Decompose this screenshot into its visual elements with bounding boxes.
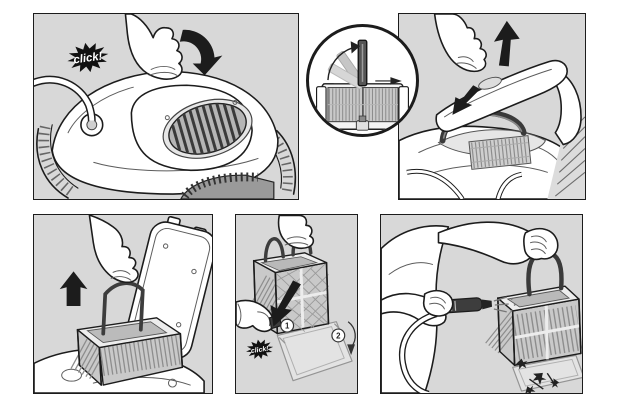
top-grille-icon [162, 98, 253, 159]
hand-pressing-handle [124, 14, 183, 80]
floating-cable [34, 75, 96, 121]
cleaner-body [51, 70, 279, 199]
cable [406, 168, 523, 199]
bottom-latch [355, 120, 370, 131]
garden-hose [398, 310, 438, 393]
step2-illustration [399, 14, 585, 199]
filter-basket [485, 250, 582, 392]
panel-inset-handle-rotation [306, 24, 419, 137]
panel-step1-handle-click: click! [33, 13, 299, 200]
rotate-arrow-icon [179, 29, 223, 76]
spray-water-icon [493, 296, 516, 313]
panel-step4-open-basket-door: 1 2 click! [235, 214, 358, 394]
step-marker-2-label: 2 [336, 331, 341, 340]
step-marker-2: 2 [331, 328, 346, 343]
front-intake-grille [180, 172, 275, 199]
arm-holding-basket [437, 221, 538, 265]
step3-illustration [34, 215, 212, 393]
panel-step3-lift-filter-basket [33, 214, 213, 394]
filter-basket [243, 233, 330, 335]
filter-mesh [468, 135, 532, 170]
click-burst-icon: click! [67, 42, 109, 73]
rim-arrow-icon [375, 77, 402, 85]
panel-step5-rinse-filter-basket [380, 214, 583, 394]
hand-lifting-lid [433, 14, 487, 73]
hand-on-nozzle [422, 289, 454, 317]
press-arrow-icon [270, 280, 301, 327]
filter-basket-front [316, 83, 409, 131]
hand-lifting-basket [88, 215, 139, 284]
swing-arrow-icon [347, 321, 356, 356]
click-burst-label: click! [251, 346, 270, 355]
hand-pressing-latch [236, 299, 275, 333]
inset-illustration [316, 39, 409, 131]
debris-leaves [515, 358, 560, 393]
cleaner-body-open [399, 70, 585, 199]
hand-gripping-bail [523, 227, 559, 261]
click-burst-label: click! [73, 50, 104, 66]
lid-latch [478, 76, 502, 90]
click-burst-icon: click! [246, 339, 274, 359]
up-arrow-icon [493, 20, 520, 67]
lid [435, 59, 568, 133]
step-marker-1-label: 1 [285, 322, 290, 331]
step-marker-1: 1 [280, 318, 295, 333]
step1-illustration: click! [34, 14, 297, 199]
step5-illustration [381, 221, 582, 393]
up-arrow-icon [59, 271, 88, 306]
hand-holding-handle [277, 215, 315, 250]
point-arrow-icon [452, 85, 481, 115]
side-shading [547, 70, 585, 199]
cable-port [80, 113, 104, 137]
step4-illustration: 1 2 click! [236, 215, 356, 382]
panel-step2-remove-lid [398, 13, 586, 200]
basket-handle-upright [357, 39, 368, 87]
basket-bail-handle [101, 281, 145, 336]
filter-basket [70, 281, 184, 386]
arc-arrow-icon [323, 41, 361, 85]
